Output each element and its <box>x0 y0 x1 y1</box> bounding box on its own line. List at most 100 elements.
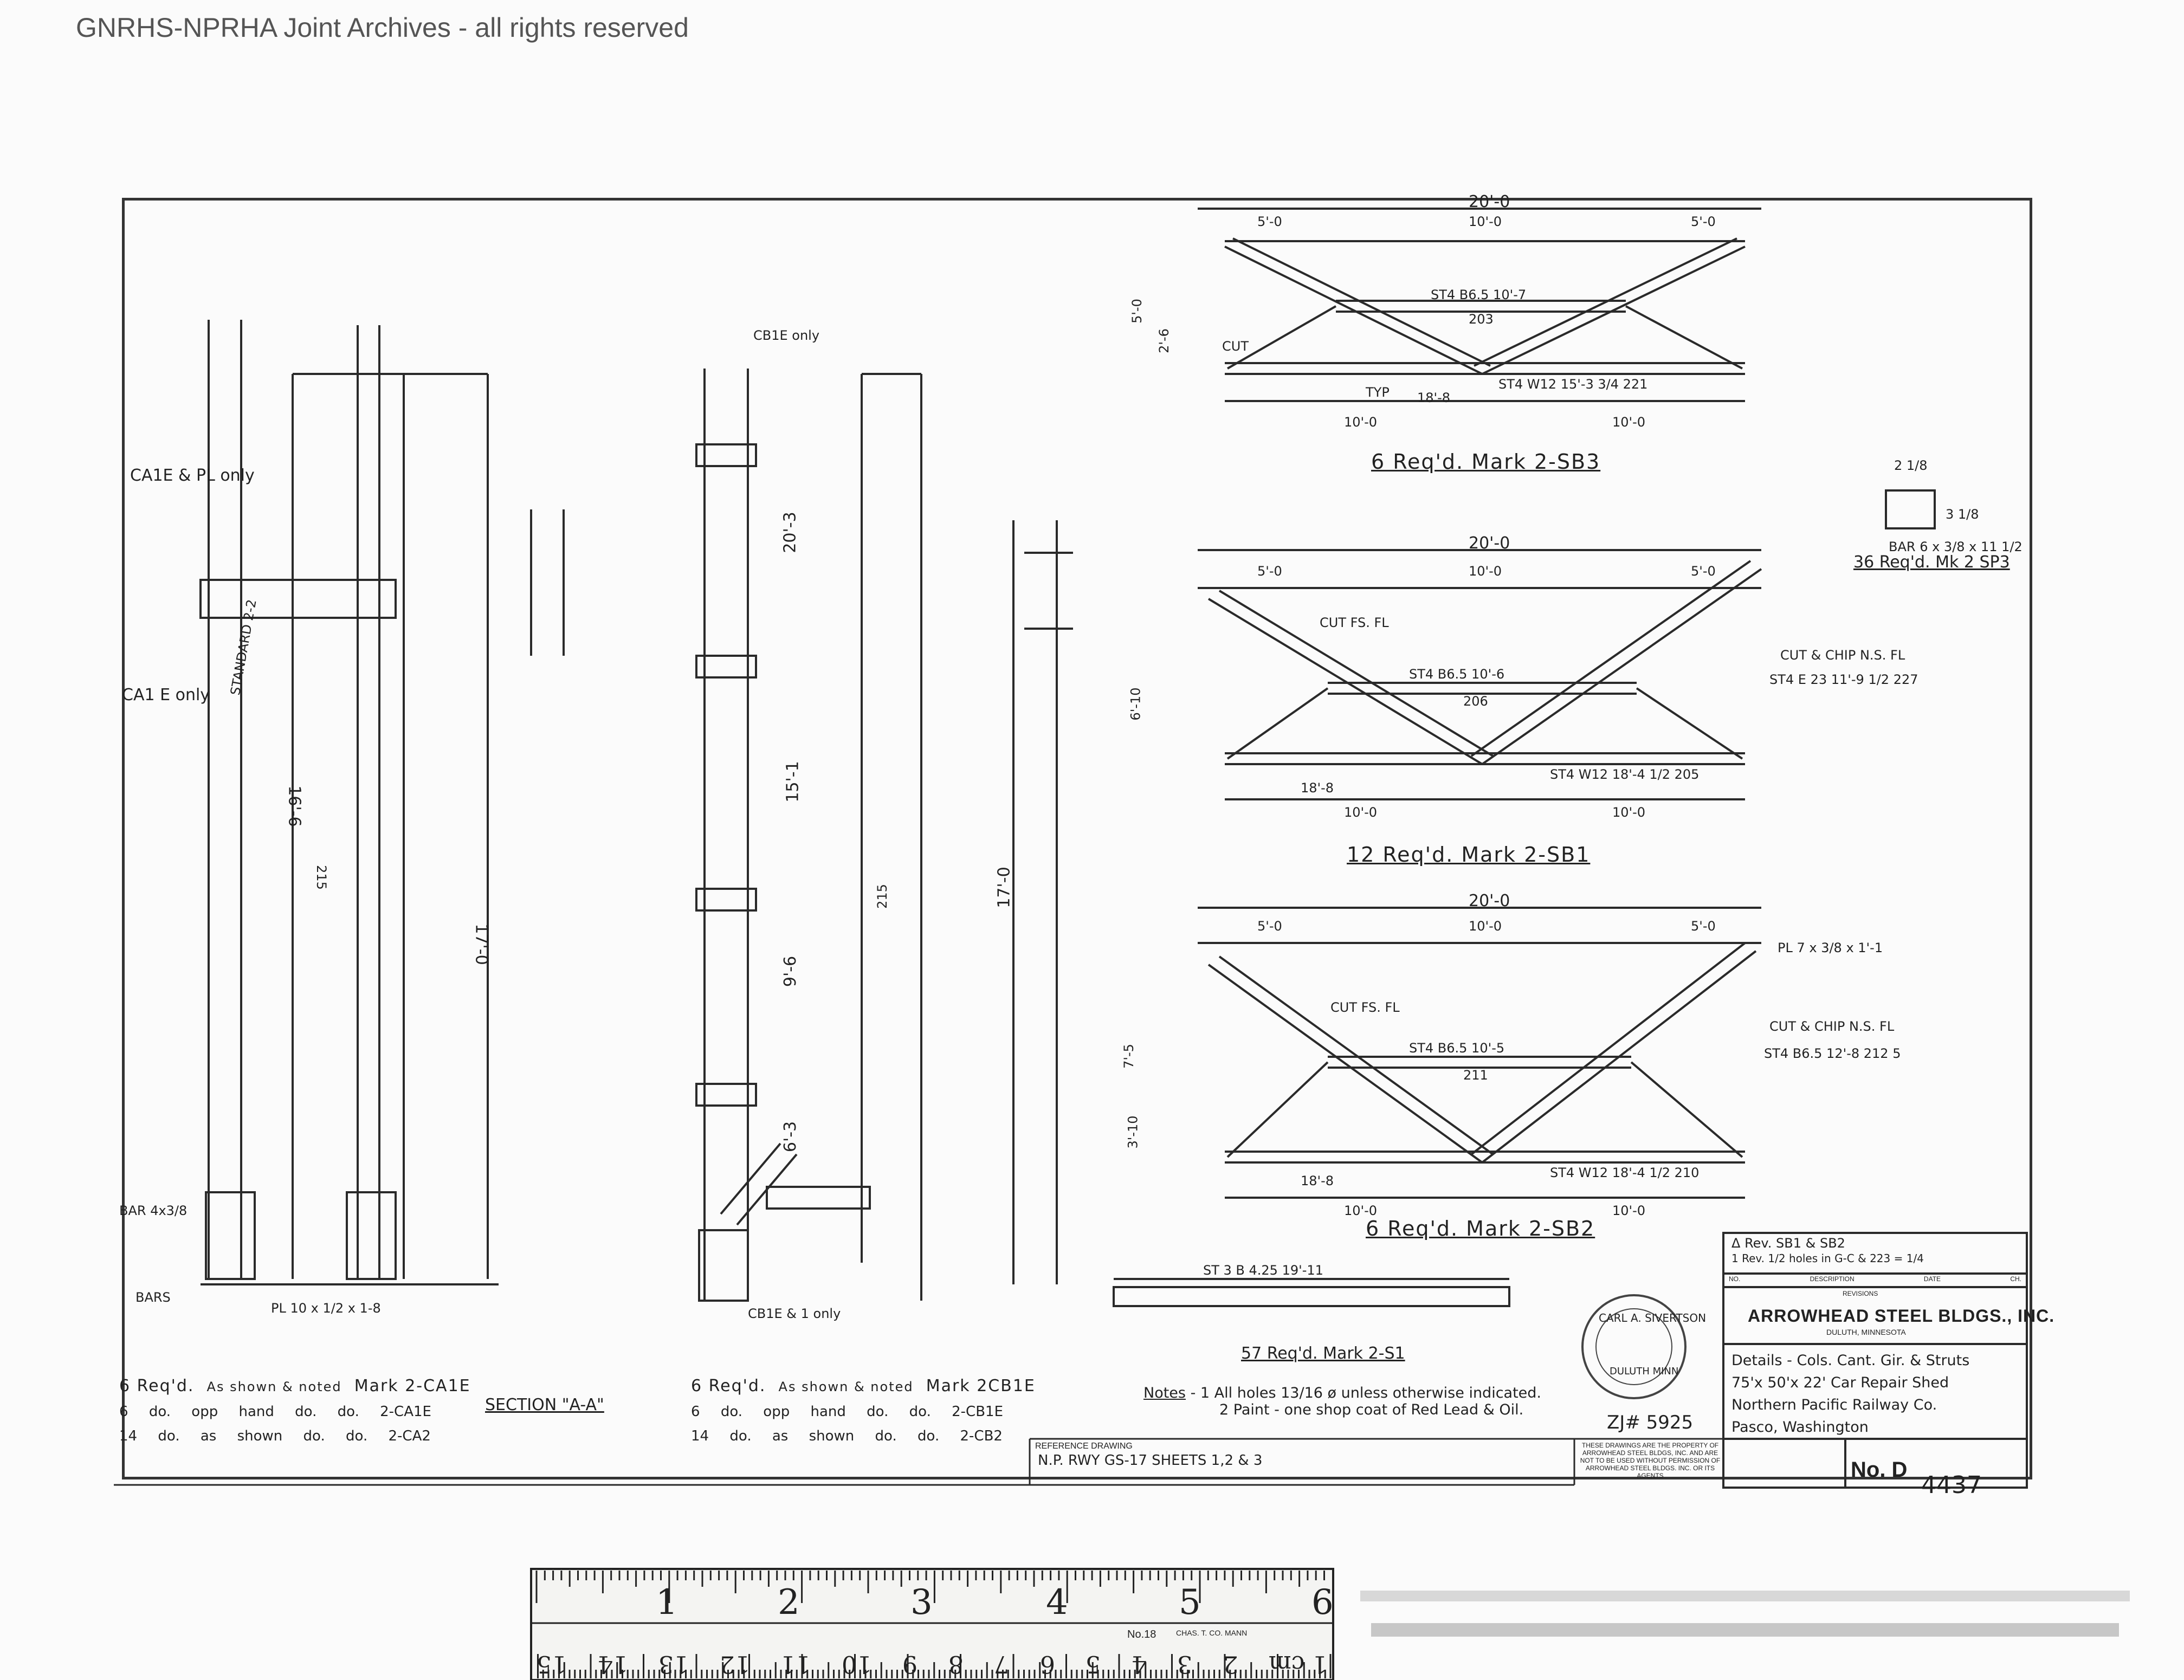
truss-3-dim: 7'-5 <box>1121 1044 1136 1069</box>
truss-2-member: ST4 B6.5 10'-6 <box>1409 667 1505 682</box>
column-a-label: CA1E & PL only <box>130 466 255 485</box>
revision-row: Δ Rev. SB1 & SB2 <box>1731 1236 1845 1251</box>
truss-1-dim: 18'-8 <box>1417 390 1451 405</box>
ruler-cm-label: 11 <box>780 1650 811 1678</box>
column-b-dim: 17'-0 <box>994 867 1014 908</box>
truss-2-dim: 6'-10 <box>1128 687 1143 721</box>
column-b-splice <box>695 888 757 912</box>
column-a-req-line: 14 do. as shown do. do. 2-CA2 <box>119 1428 431 1444</box>
column-a-note: BARS <box>135 1290 171 1305</box>
section-a-a-label: SECTION "A-A" <box>485 1395 604 1414</box>
engineer-stamp-name: CARL A. SIVERTSON <box>1599 1311 1707 1324</box>
truss-2-member: CUT & CHIP N.S. FL <box>1780 648 1905 663</box>
column-b-req-line: 6 do. opp hand do. do. 2-CB1E <box>691 1404 1003 1420</box>
property-note: THESE DRAWINGS ARE THE PROPERTY OF ARROW… <box>1580 1442 1721 1479</box>
column-a-note: PL 10 x 1/2 x 1-8 <box>271 1301 381 1316</box>
engineer-stamp-city: DULUTH MINN <box>1610 1366 1679 1377</box>
ruler-cm-label: 14 <box>597 1650 628 1678</box>
truss-1-diagonal <box>1474 237 1737 367</box>
truss-2-member: ST4 E 23 11'-9 1/2 227 <box>1769 672 1918 687</box>
truss-3-member: ST4 W12 18'-4 1/2 210 <box>1550 1165 1700 1180</box>
column-b-dim: 9'-6 <box>781 955 800 987</box>
truss-3-member: ST4 B6.5 12'-8 212 5 <box>1764 1046 1901 1061</box>
truss-1-diagonal <box>1227 305 1336 370</box>
ruler-cm-label: 12 <box>719 1650 750 1678</box>
ruler-cm-label: 2 <box>1223 1650 1238 1678</box>
truss-2-dim: 10'-0 <box>1612 805 1646 820</box>
column-b-splice <box>695 655 757 679</box>
column-a-base <box>346 1191 397 1280</box>
ruler-maker-number: No.18 <box>1127 1629 1156 1640</box>
truss-3-member: CUT FS. FL <box>1330 1000 1400 1015</box>
column-b-label: CB1E & 1 only <box>748 1306 841 1321</box>
truss-3-member: ST4 B6.5 10'-5 <box>1409 1041 1505 1056</box>
truss-1-caption: 6 Req'd. Mark 2-SB3 <box>1371 450 1601 474</box>
handwritten-sheet-number: 4437 <box>1921 1471 1982 1499</box>
truss-1-member: ST4 B6.5 10'-7 <box>1431 287 1527 302</box>
truss-2-member: 206 <box>1463 694 1488 709</box>
bar-detail-caption: 36 Req'd. Mk 2 SP3 <box>1853 553 2010 572</box>
column-a-note: BAR 4x3/8 <box>119 1203 188 1218</box>
ruler-cm-label: 10 <box>841 1650 872 1678</box>
ruler-inch-label: 4 <box>1046 1582 1068 1623</box>
ruler-cm-label: 6 <box>1039 1650 1055 1678</box>
ruler-inch-label: 6 <box>1311 1582 1334 1623</box>
column-b-label: CB1E only <box>753 328 820 343</box>
ruler-cm-label: 7 <box>994 1650 1010 1678</box>
truss-1-dim: 5'-0 <box>1129 299 1145 324</box>
truss-3-diagonal <box>1218 955 1494 1155</box>
column-b-dim: 20'-3 <box>780 512 800 553</box>
ruler-cm-label: 9 <box>902 1650 918 1678</box>
truss-2-diagonal <box>1481 568 1762 765</box>
truss-2-member: CUT FS. FL <box>1320 615 1389 630</box>
ruler-cm-label: 3 <box>1177 1650 1193 1678</box>
column-a-base <box>205 1191 256 1280</box>
company-name: ARROWHEAD STEEL BLDGS., INC. <box>1748 1306 2055 1326</box>
truss-3-dim: 10'-0 <box>1344 1203 1378 1218</box>
truss-3-member: CUT & CHIP N.S. FL <box>1769 1019 1895 1034</box>
truss-2-dim: 18'-8 <box>1301 780 1334 796</box>
ruler-cm-label: 15 <box>537 1650 567 1678</box>
truss-3-diagonal <box>1630 1061 1743 1158</box>
column-a-dim: 17'-0 <box>471 923 491 965</box>
truss-3-dim: 20'-0 <box>1469 891 1510 910</box>
truss-3-member: 211 <box>1463 1068 1488 1083</box>
job-number: ZJ# 5925 <box>1607 1412 1694 1433</box>
column-b-base <box>698 1229 749 1302</box>
reference-drawing-value: N.P. RWY GS-17 SHEETS 1,2 & 3 <box>1038 1452 1263 1469</box>
drawing-title: Details - Cols. Cant. Gir. & Struts 75'x… <box>1731 1352 1970 1436</box>
engineer-stamp-circle <box>1581 1294 1687 1399</box>
general-notes: Notes - 1 All holes 13/16 ø unless other… <box>1143 1385 1542 1418</box>
truss-2-diagonal <box>1636 687 1743 760</box>
truss-3-dim: 5'-0 <box>1691 919 1716 934</box>
ruler-inch-label: 3 <box>910 1582 933 1623</box>
truss-3-dim: 10'-0 <box>1612 1203 1646 1218</box>
archive-watermark: GNRHS-NPRHA Joint Archives - all rights … <box>76 12 689 43</box>
column-b-req-line: 14 do. as shown do. do. 2-CB2 <box>691 1428 1003 1444</box>
title-block-frame <box>1722 1232 2028 1489</box>
column-b-angle <box>766 1186 871 1210</box>
truss-3-dim: 18'-8 <box>1301 1173 1334 1188</box>
truss-2-dim: 5'-0 <box>1691 564 1716 579</box>
column-a-dim: 215 <box>313 865 329 890</box>
truss-2-dim: 20'-0 <box>1469 534 1510 553</box>
truss-2-diagonal <box>1207 598 1483 765</box>
column-b-dim: 6'-3 <box>781 1121 800 1153</box>
column-a-req-line: 6 Req'd. As shown & noted Mark 2-CA1E <box>119 1377 471 1395</box>
truss-3-diagonal <box>1470 942 1746 1155</box>
bar-detail-dim: 3 1/8 <box>1946 507 1979 522</box>
reference-drawing-label: REFERENCE DRAWING <box>1035 1442 1133 1451</box>
blurred-strip <box>1371 1623 2119 1637</box>
column-a-dim: 16'-6 <box>285 785 304 827</box>
truss-1-diagonal <box>1224 245 1483 375</box>
column-b-line <box>720 1142 781 1215</box>
truss-1-dim: 10'-0 <box>1344 415 1378 430</box>
ruler-cm-label: 8 <box>948 1650 964 1678</box>
truss-1-diagonal <box>1625 305 1743 370</box>
column-b-req-line: 6 Req'd. As shown & noted Mark 2CB1E <box>691 1377 1036 1395</box>
engineer-stamp-inner <box>1595 1308 1672 1385</box>
truss-3-diagonal <box>1226 1061 1329 1158</box>
ruler-inch-label: 2 <box>778 1582 800 1623</box>
truss-3-member: PL 7 x 3/8 x 1'-1 <box>1778 940 1883 955</box>
